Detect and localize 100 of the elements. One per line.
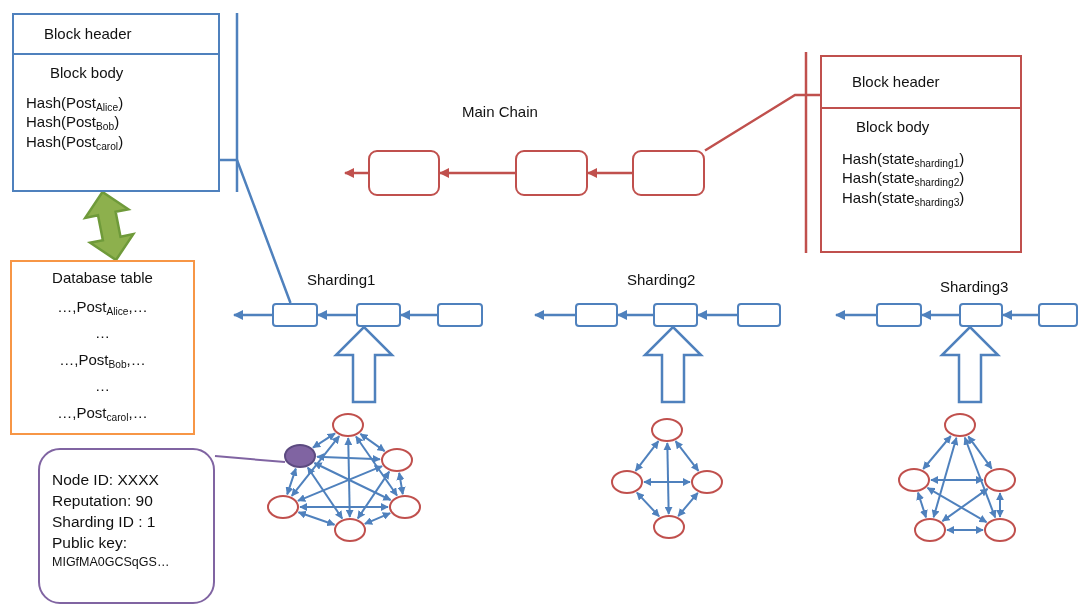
hash-line: Hash(Post$_{carol}$)	[26, 131, 124, 151]
arrow	[534, 310, 575, 320]
block-box	[1038, 303, 1078, 327]
block-arrow	[939, 325, 1001, 404]
chain-label: Sharding3	[940, 278, 1009, 295]
double-arrow	[996, 492, 1004, 518]
double-arrow	[344, 437, 354, 518]
double-arrow	[916, 491, 928, 519]
arrow	[587, 168, 632, 178]
peer-node	[914, 518, 946, 542]
block-box	[737, 303, 781, 327]
block-card	[12, 13, 220, 192]
speech-bubble	[38, 448, 215, 604]
header-text: Block header	[852, 72, 940, 92]
double-arrow	[963, 436, 997, 519]
arrow	[835, 310, 876, 320]
body-title: Block body	[50, 63, 124, 83]
arrow	[617, 310, 653, 320]
block-box	[272, 303, 318, 327]
peer-node	[389, 495, 421, 519]
block-box	[876, 303, 922, 327]
arrow	[400, 310, 437, 320]
info-line: Node ID: XXXX	[52, 470, 159, 490]
peer-node	[944, 413, 976, 437]
header-text: Block header	[44, 24, 132, 44]
peer-node	[651, 418, 683, 442]
chain-label: Sharding2	[627, 271, 696, 288]
peer-node	[984, 468, 1016, 492]
leader-line	[220, 158, 292, 304]
double-arrow	[946, 526, 984, 534]
block-arrow	[82, 190, 137, 262]
double-arrow	[363, 512, 392, 525]
arrow	[317, 310, 356, 320]
selected-peer-node	[284, 444, 316, 468]
block-card	[820, 55, 1022, 253]
table-row: …,Post$_{Alice}$,…	[57, 296, 148, 316]
arrow	[697, 310, 737, 320]
double-arrow	[926, 486, 988, 524]
double-arrow	[634, 440, 660, 472]
double-arrow	[677, 491, 699, 518]
double-arrow	[396, 471, 406, 496]
hash-line: Hash(state$_{sharding2}$)	[842, 169, 965, 188]
double-arrow	[356, 470, 391, 520]
table-row: …,Post$_{Bob}$,…	[59, 349, 146, 369]
table-row: …	[95, 323, 110, 343]
info-line: MIGfMA0GCSqGS…	[52, 553, 170, 571]
hash-line: Hash(Post$_{Alice}$)	[26, 92, 124, 112]
double-arrow	[297, 510, 336, 527]
double-arrow	[312, 432, 336, 449]
double-arrow	[290, 435, 341, 497]
chain-label: Sharding1	[307, 271, 376, 288]
double-arrow	[674, 440, 700, 472]
table-row: …	[95, 376, 110, 396]
peer-node	[691, 470, 723, 494]
arrow	[233, 310, 272, 320]
info-line: Public key:	[52, 532, 127, 553]
double-arrow	[967, 435, 993, 470]
double-arrow	[643, 478, 691, 486]
block-box	[515, 150, 588, 196]
double-arrow	[313, 462, 392, 501]
peer-node	[267, 495, 299, 519]
block-box	[632, 150, 705, 196]
block-box	[653, 303, 698, 327]
arrow	[344, 168, 368, 178]
peer-node	[653, 515, 685, 539]
body-title: Block body	[856, 117, 930, 137]
double-arrow	[285, 467, 298, 496]
block-box	[959, 303, 1003, 327]
peer-node	[611, 470, 643, 494]
block-box	[356, 303, 401, 327]
double-arrow	[663, 442, 673, 515]
block-box	[368, 150, 440, 196]
arrow	[439, 168, 515, 178]
double-arrow	[359, 432, 386, 453]
double-arrow	[297, 465, 383, 502]
info-line: Sharding ID : 1	[52, 511, 156, 532]
double-arrow	[299, 503, 389, 511]
info-line: Reputation: 90	[52, 490, 153, 511]
block-arrow	[333, 325, 395, 404]
double-arrow	[355, 435, 398, 497]
table-card	[10, 260, 195, 435]
arrow	[921, 310, 959, 320]
peer-node	[332, 413, 364, 437]
chain-label: Main Chain	[462, 103, 538, 120]
double-arrow	[931, 436, 959, 519]
table-title: Database table	[52, 268, 153, 288]
double-arrow	[941, 487, 989, 523]
double-arrow	[930, 476, 984, 484]
leader-line	[704, 93, 820, 152]
double-arrow	[635, 491, 661, 518]
peer-node	[984, 518, 1016, 542]
hash-line: Hash(state$_{sharding1}$)	[842, 148, 965, 168]
block-arrow	[642, 325, 704, 404]
hash-line: Hash(state$_{sharding3}$)	[842, 188, 965, 207]
peer-node	[898, 468, 930, 492]
block-box	[437, 303, 483, 327]
connector-line	[214, 455, 286, 464]
arrow	[1002, 310, 1038, 320]
block-box	[575, 303, 618, 327]
table-row: …,Post$_{carol}$,…	[57, 402, 148, 422]
